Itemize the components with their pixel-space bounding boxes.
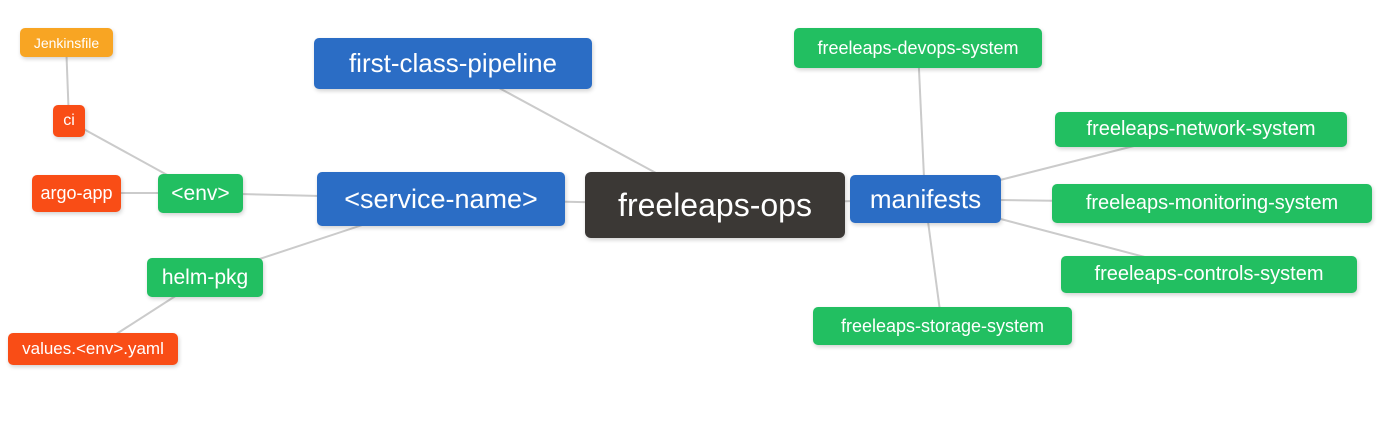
node-helm-pkg[interactable]: helm-pkg [147, 258, 263, 297]
node-freeleaps-storage-system[interactable]: freeleaps-storage-system [813, 307, 1072, 345]
node-freeleaps-network-system[interactable]: freeleaps-network-system [1055, 112, 1347, 147]
node-freeleaps-ops-root[interactable]: freeleaps-ops [585, 172, 845, 238]
node-argo-app[interactable]: argo-app [32, 175, 121, 212]
node-manifests[interactable]: manifests [850, 175, 1001, 223]
node-jenkinsfile[interactable]: Jenkinsfile [20, 28, 113, 57]
node-values-env-yaml[interactable]: values.<env>.yaml [8, 333, 178, 365]
node-env[interactable]: <env> [158, 174, 243, 213]
node-freeleaps-controls-system[interactable]: freeleaps-controls-system [1061, 256, 1357, 293]
node-ci[interactable]: ci [53, 105, 85, 137]
node-freeleaps-devops-system[interactable]: freeleaps-devops-system [794, 28, 1042, 68]
node-service-name[interactable]: <service-name> [317, 172, 565, 226]
node-freeleaps-monitoring-system[interactable]: freeleaps-monitoring-system [1052, 184, 1372, 223]
edge-manifests-devops [917, 47, 926, 200]
node-first-class-pipeline[interactable]: first-class-pipeline [314, 38, 592, 89]
